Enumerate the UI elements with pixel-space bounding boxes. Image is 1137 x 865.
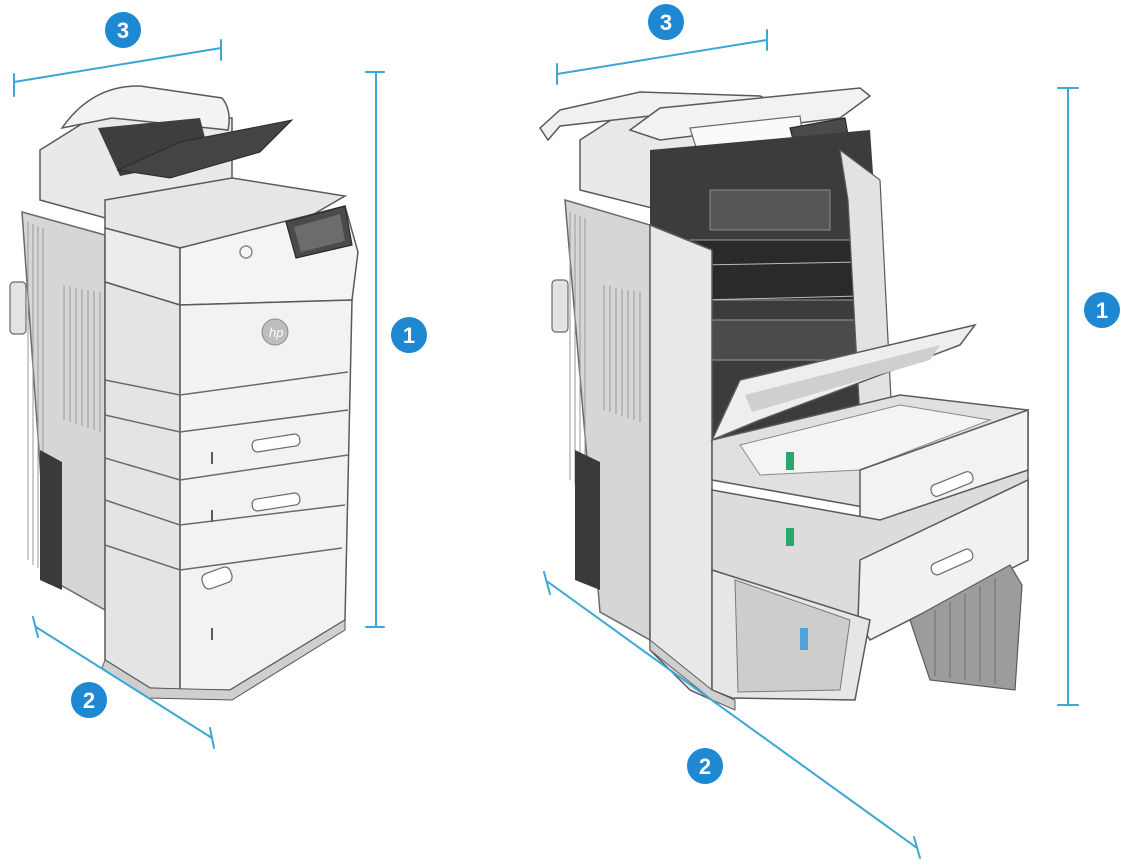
- printer-open-fuser: [689, 239, 861, 301]
- printer-open: [539, 87, 1029, 711]
- printer-closed-side-handle: [9, 281, 27, 335]
- left-width-line: [13, 47, 222, 83]
- printer-open-front-left: [649, 223, 713, 702]
- callout-left-height: 1: [389, 315, 429, 355]
- printer-open-tray-3-handle: [930, 548, 974, 576]
- printer-closed-base-handle: [201, 566, 233, 590]
- callout-badge: [646, 2, 686, 42]
- printer-closed-tray-handle-2: [251, 492, 301, 512]
- left-depth-line: [35, 626, 213, 739]
- right-depth-line: [547, 581, 918, 849]
- printer-open-top-cover: [628, 87, 872, 141]
- printer-open-rear-panel: [575, 450, 600, 590]
- printer-open-side-door-ribs: [934, 578, 996, 684]
- printer-closed-output-tray: [116, 119, 294, 179]
- printer-open-tray-2-cavity: [739, 404, 992, 476]
- callout-number: 1: [1096, 298, 1108, 323]
- printer-open-tray-3-latch: [786, 528, 794, 546]
- printer-closed-tray-seams: [104, 371, 349, 571]
- callout-right-depth: 2: [685, 746, 725, 786]
- printer-open-lower-tray-latch: [800, 628, 808, 650]
- hp-logo-glyph: hp: [269, 325, 283, 340]
- printer-open-side-handle: [551, 279, 569, 333]
- printer-open-roller: [699, 319, 861, 361]
- callout-right-height: 1: [1082, 290, 1122, 330]
- right-width-line: [556, 39, 768, 75]
- printer-open-toner-slot: [709, 189, 831, 231]
- printer-open-tray-2-latch: [786, 452, 794, 470]
- printer-open-side-vents: [569, 212, 641, 492]
- printer-closed-nfc-mark: [239, 245, 253, 259]
- printer-open-internal-parts: [689, 189, 861, 361]
- printer-closed: hp: [9, 85, 359, 701]
- printer-open-lower-tray-interior: [734, 579, 851, 693]
- callout-badge: [69, 680, 109, 720]
- callout-number: 3: [660, 10, 672, 35]
- callout-badge: [103, 10, 143, 50]
- printer-open-feed-tray-inner: [745, 345, 940, 412]
- callout-left-width: 3: [103, 10, 143, 50]
- printer-closed-front-left: [104, 280, 181, 691]
- callout-number: 1: [403, 323, 415, 348]
- printer-closed-tray-handle-1: [251, 433, 301, 453]
- hp-logo-icon: [261, 318, 289, 346]
- touchscreen-icon: [294, 214, 345, 252]
- printer-closed-stacker-hood: [60, 85, 230, 131]
- printer-open-tray-2-handle: [930, 471, 974, 497]
- callout-number: 3: [117, 18, 129, 43]
- callout-number: 2: [699, 754, 711, 779]
- callout-badge: [685, 746, 725, 786]
- callout-number: 2: [83, 688, 95, 713]
- callout-badge: [1082, 290, 1122, 330]
- callout-badge: [389, 315, 429, 355]
- printer-open-side-door: [909, 564, 1023, 691]
- dimension-lines: [13, 29, 1079, 859]
- callout-right-width: 3: [646, 2, 686, 42]
- printer-closed-rear-panel: [40, 450, 62, 590]
- callout-left-depth: 2: [69, 680, 109, 720]
